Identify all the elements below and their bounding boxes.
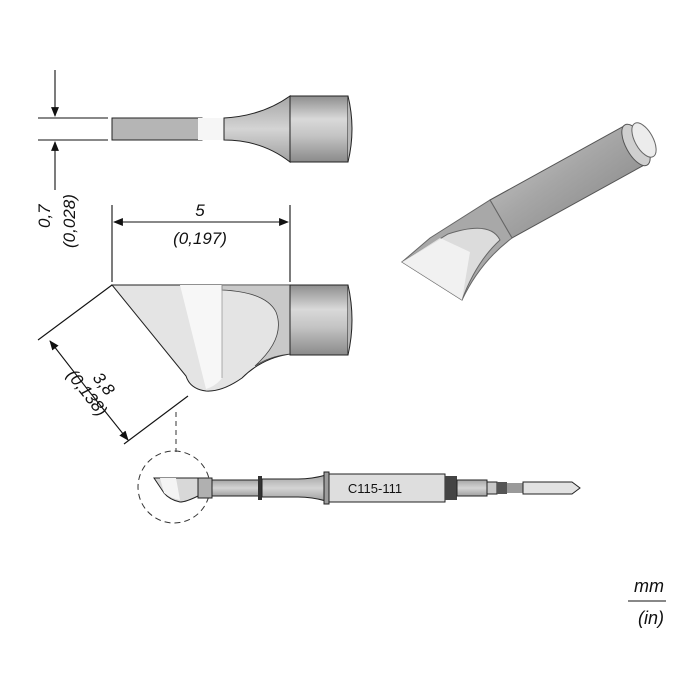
full-view-sleeve — [328, 473, 446, 503]
front-view-bevel — [180, 285, 222, 389]
thickness-in-label: (0,028) — [60, 194, 79, 248]
thickness-dimension: 0,7 (0,028) — [35, 70, 108, 248]
part-code-label: C115-111 — [348, 481, 402, 496]
width-mm-label: 5 — [195, 201, 205, 220]
width-dimension: 5 (0,197) — [111, 201, 291, 282]
front-view-shoulder — [221, 284, 291, 367]
top-view-blade — [111, 117, 203, 141]
width-in-label: (0,197) — [173, 229, 227, 248]
top-view-taper — [223, 95, 291, 164]
tip-front-view — [110, 284, 353, 392]
tip-isometric-view — [401, 122, 657, 301]
tip-full-view: C115-111 — [137, 450, 581, 524]
units-legend: mm (in) — [628, 576, 666, 628]
units-primary: mm — [634, 576, 664, 596]
top-view-shank — [289, 95, 349, 163]
iso-barrel — [489, 125, 647, 239]
top-view-highlight — [198, 118, 224, 140]
tip-top-view — [111, 95, 353, 164]
front-view-shank — [289, 284, 349, 356]
thickness-mm-label: 0,7 — [35, 204, 54, 228]
units-secondary: (in) — [638, 608, 664, 628]
